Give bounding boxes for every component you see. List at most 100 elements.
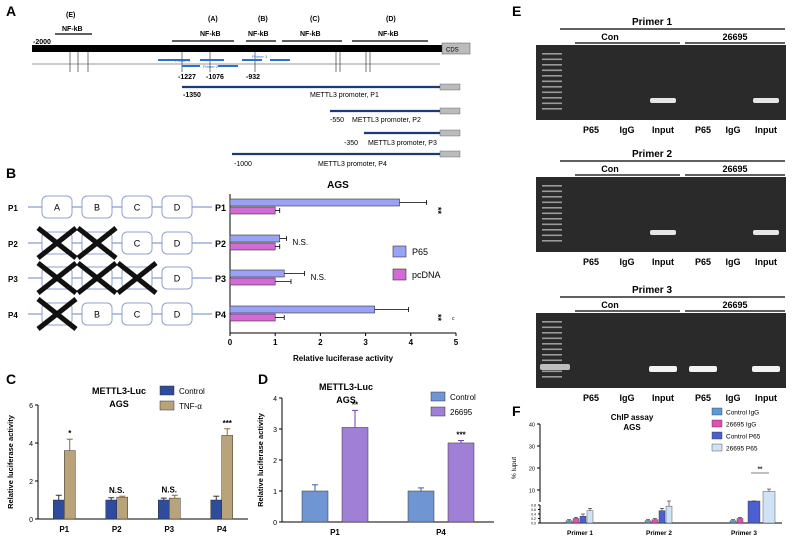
chart-f-legend-label: Control P65 [726,434,761,441]
chartC-annotation: N.S. [109,486,125,495]
gel-image [536,313,786,388]
nfkb-d: NF-kB [378,31,399,38]
construct-p3-label: METTL3 promoter, P3 [368,140,437,147]
panel-c-letter: C [6,371,16,387]
site-box-label: B [94,203,100,213]
chartC-legend-swatch [159,400,175,411]
chart-b-tick-label: 0 [228,338,233,347]
gel-group-26695: 26695 [722,164,747,174]
primer-3-label: Primer 3 [252,54,268,59]
site-box [121,231,153,255]
chart-f-tick-label: 0.2 [531,517,536,521]
chart-f-ylabel: % Iuput [511,457,518,479]
gel-lane-label: P65 [583,125,599,135]
chartC-bar [53,499,65,520]
chartD-subtitle: AGS [336,395,356,405]
gel-band [753,98,779,103]
chart-b-tick-label: 5 [454,338,459,347]
deletion-cross [36,261,78,295]
chartD-legend-label: Control [450,393,476,402]
gel-title: Primer 2 [632,149,672,160]
nfkb-a: NF-kB [200,31,221,38]
chart-f-legend-label: 26695 IgG [726,422,756,429]
gel-lane-label: IgG [620,257,635,267]
chart-f-legend-swatch [711,431,723,440]
chart-f-legend-label: 26695 P65 [726,446,758,453]
chartD-bar [407,490,435,523]
site-box-label: B [94,310,100,320]
chart-b-category: P1 [215,203,226,213]
site-box-label: C [134,310,141,320]
site-box [41,195,73,219]
gel-band [540,364,570,370]
chart-b-bar [229,305,375,314]
chartC-annotation: *** [223,419,233,428]
panel-d-letter: D [258,371,268,387]
chartC-annotation: N.S. [161,485,177,494]
gel-ladder-band [542,370,562,373]
pos-1350: -1350 [183,92,201,99]
gel-lane-label: Input [755,125,777,135]
chartC-title: METTL3-Luc [92,386,146,396]
chart-b-annotation: N.S. [311,273,327,282]
chartC-annotation: * [68,429,72,438]
site-box-label: D [174,310,181,320]
chart-b-bar [229,198,400,207]
chartC-tick-label: 6 [29,403,33,410]
gel-group-con: Con [601,300,619,310]
chart-b-tick-label: 4 [409,338,414,347]
site-d-label: (D) [386,16,396,23]
gel-lane-label: Input [652,393,674,403]
gel-ladder-band [542,332,562,334]
gel-band [649,366,677,372]
gel-ladder-band [542,58,562,61]
chart-f-bar [762,491,776,524]
gel-ladder-band [542,108,562,110]
chart-f-tick-label: 40 [529,423,535,429]
gel-lane-label: Input [755,257,777,267]
primer-1-label: Primer 1 [175,58,191,63]
chartD-annotation: *** [456,430,466,439]
site-box [161,195,193,219]
deletion-cross [76,226,118,260]
gel-ladder-band [542,376,562,378]
gel-ladder-band [542,234,562,237]
chartD-ylabel: Relative luciferase activity [256,412,265,507]
gel-lane-label: IgG [726,125,741,135]
chart-f-bar [658,510,666,524]
nfkb-b: NF-kB [248,31,269,38]
site-box [121,302,153,326]
chart-b-tick-label: 1 [273,338,278,347]
chart-f-legend-label: Control IgG [726,410,759,417]
chart-b-legend-swatch [392,268,407,281]
chartD-title: METTL3-Luc [319,382,373,392]
chartC-legend-label: TNF-α [179,402,202,411]
gel-ladder-band [542,343,562,345]
chart-b-bar [229,206,276,215]
chart-f-legend-swatch [711,419,723,428]
chart-f-bar [565,520,573,524]
gel-lane-label: P65 [583,393,599,403]
site-box [161,302,193,326]
gel-lane-label: P65 [695,125,711,135]
chart-f-tick-label: 30 [529,445,535,451]
construct-row-label: P1 [8,204,18,213]
chart-b-category: P4 [215,310,226,320]
primer-arrows: Primer 1 Primer 2 Primer 3 [158,54,290,69]
chartC-bar [116,496,128,520]
chart-b-legend-label: pcDNA [412,270,441,280]
chartD-legend-swatch [430,391,446,402]
gel-ladder-band [542,80,562,83]
chart-f-tick-label: 0.4 [531,513,536,517]
chart-f-bar [747,500,761,524]
site-box [81,195,113,219]
gel-ladder-band [542,190,562,193]
chart-b-tick-label: 3 [363,338,368,347]
site-box-label: D [174,239,181,249]
